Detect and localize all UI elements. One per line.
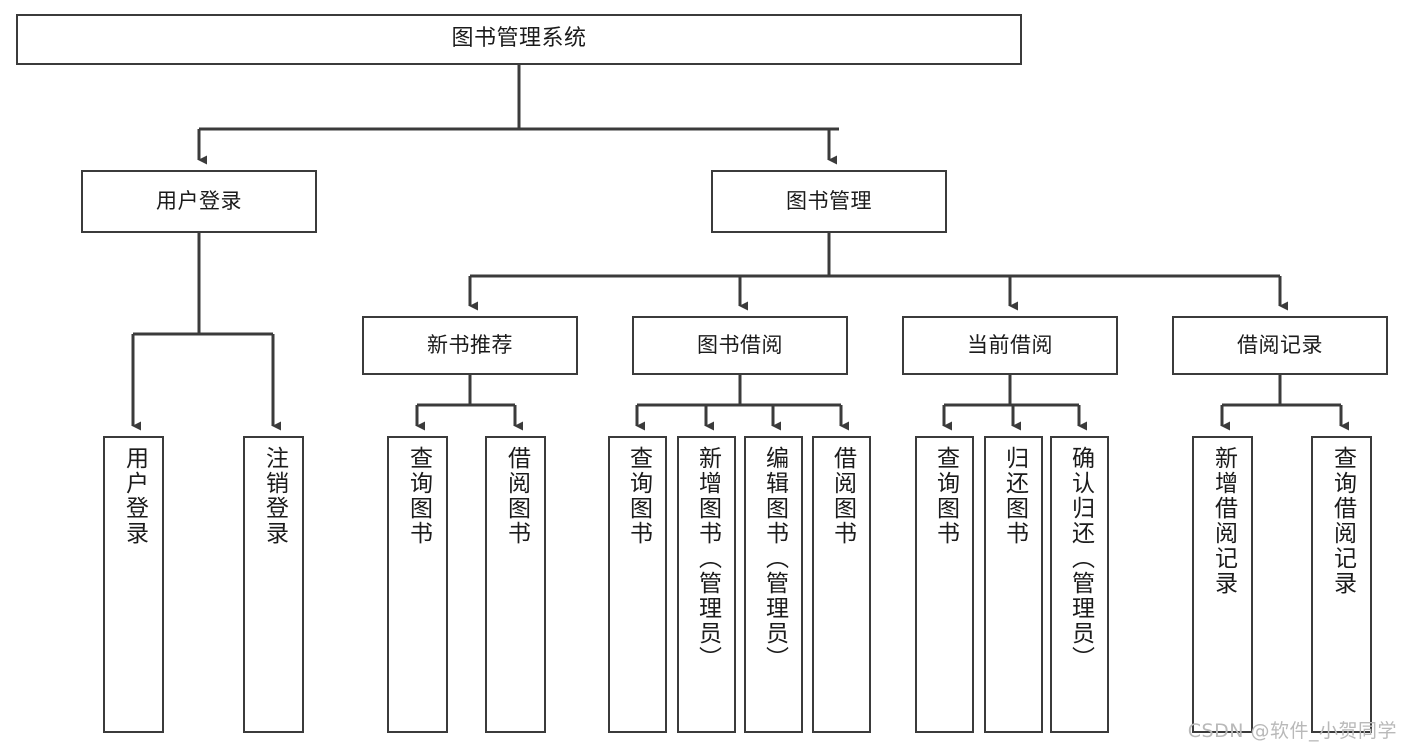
node-label: 图书管理 <box>786 188 872 213</box>
node-label: 图书管理系统 <box>451 26 587 52</box>
leaf-borrow-books-recommend[interactable]: 借阅图书 <box>485 436 546 733</box>
csdn-watermark: CSDN @软件_小贺同学 <box>1187 720 1397 742</box>
node-label: 查询图书 <box>405 446 432 546</box>
node-label: 归还图书 <box>1001 446 1028 546</box>
leaf-return-book[interactable]: 归还图书 <box>984 436 1043 733</box>
node-label: 借阅图书 <box>503 446 530 546</box>
node-label: 注销登录 <box>261 446 288 546</box>
node-label: 借阅图书 <box>829 446 856 546</box>
node-label: 图书借阅 <box>697 332 783 357</box>
leaf-query-books-recommend[interactable]: 查询图书 <box>387 436 448 733</box>
node-book-management[interactable]: 图书管理 <box>711 170 947 233</box>
node-new-book-recommendation[interactable]: 新书推荐 <box>362 316 578 375</box>
node-label: 借阅记录 <box>1237 332 1323 357</box>
node-label: 编辑图书（管理员） <box>761 446 788 671</box>
node-label: 新增图书（管理员） <box>694 446 721 671</box>
leaf-query-borrow-record[interactable]: 查询借阅记录 <box>1311 436 1372 733</box>
node-current-borrowing[interactable]: 当前借阅 <box>902 316 1118 375</box>
leaf-user-login[interactable]: 用户登录 <box>103 436 164 733</box>
leaf-add-borrow-record[interactable]: 新增借阅记录 <box>1192 436 1253 733</box>
node-label: 确认归还（管理员） <box>1067 446 1094 671</box>
node-label: 当前借阅 <box>967 332 1053 357</box>
node-user-login[interactable]: 用户登录 <box>81 170 317 233</box>
node-label: 新书推荐 <box>427 332 513 357</box>
node-label: 查询借阅记录 <box>1329 446 1356 596</box>
leaf-confirm-return-admin[interactable]: 确认归还（管理员） <box>1050 436 1109 733</box>
node-label: 用户登录 <box>156 188 242 213</box>
node-label: 用户登录 <box>121 446 148 546</box>
leaf-query-books-current[interactable]: 查询图书 <box>915 436 974 733</box>
node-label: 查询图书 <box>932 446 959 546</box>
leaf-borrow-book[interactable]: 借阅图书 <box>812 436 871 733</box>
leaf-logout[interactable]: 注销登录 <box>243 436 304 733</box>
leaf-edit-book-admin[interactable]: 编辑图书（管理员） <box>744 436 803 733</box>
node-borrowing-records[interactable]: 借阅记录 <box>1172 316 1388 375</box>
leaf-add-book-admin[interactable]: 新增图书（管理员） <box>677 436 736 733</box>
leaf-query-books-borrow[interactable]: 查询图书 <box>608 436 667 733</box>
node-book-borrowing[interactable]: 图书借阅 <box>632 316 848 375</box>
node-label: 新增借阅记录 <box>1210 446 1237 596</box>
node-root-system[interactable]: 图书管理系统 <box>16 14 1022 65</box>
node-label: 查询图书 <box>625 446 652 546</box>
